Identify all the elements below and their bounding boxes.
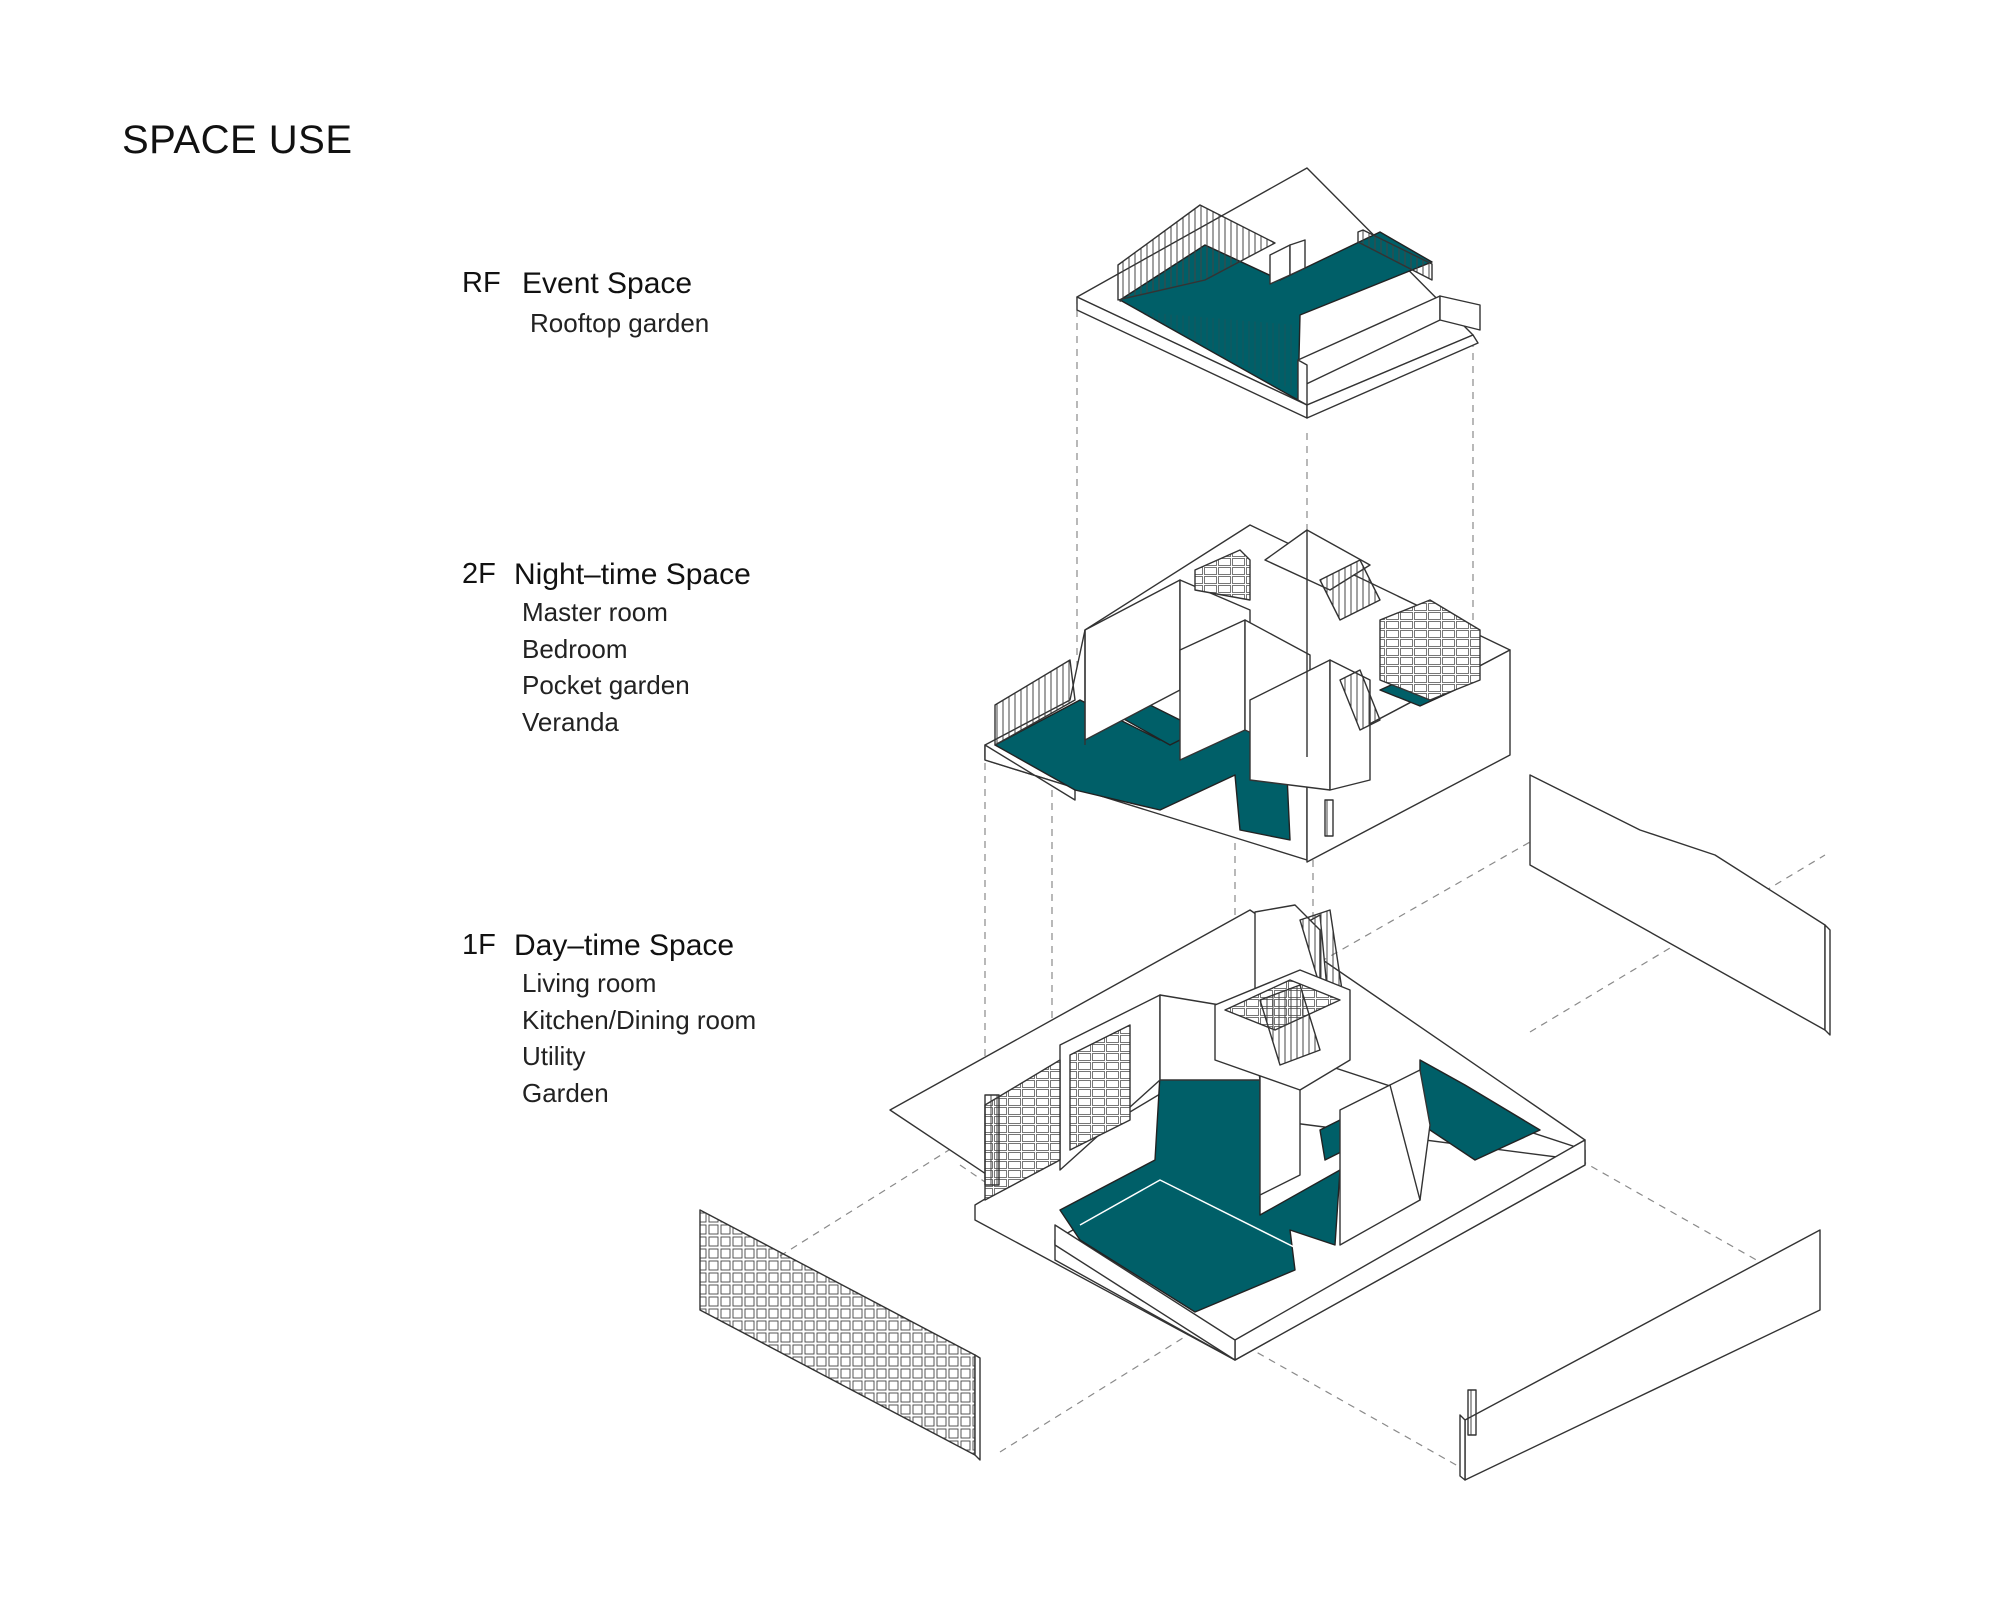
stair xyxy=(1259,984,1321,1066)
level-code: 1F xyxy=(462,929,496,961)
list-item: Master room xyxy=(522,597,668,627)
roof-railing xyxy=(1117,204,1276,301)
roof-railing xyxy=(1357,229,1433,281)
list-item: Veranda xyxy=(522,706,619,737)
list-item: Utility xyxy=(522,1041,586,1071)
stair xyxy=(1319,559,1381,621)
list-item: Kitchen/Dining room xyxy=(522,1004,757,1035)
list-item: Garden xyxy=(522,1077,609,1108)
list-item: Pocket garden xyxy=(522,670,690,700)
living-room-floor xyxy=(1059,1074,1341,1313)
level-items: Living room Kitchen/Dining room Utility … xyxy=(522,965,756,1111)
veranda-railing xyxy=(994,659,1076,746)
page-title: SPACE USE xyxy=(122,118,353,162)
roof-level xyxy=(1076,167,1481,419)
gate xyxy=(1467,1389,1477,1436)
level-items: Rooftop garden xyxy=(530,305,709,342)
list-item: Living room xyxy=(522,968,657,998)
level-code: RF xyxy=(462,267,501,299)
boundary-walls xyxy=(699,774,1831,1481)
level-heading: Night–time Space xyxy=(514,558,751,591)
second-floor xyxy=(984,524,1511,863)
level-items: Master room Bedroom Pocket garden Verand… xyxy=(522,594,690,740)
perforated-screen-wall xyxy=(699,1209,976,1456)
level-heading: Day–time Space xyxy=(514,929,735,962)
level-heading: Event Space xyxy=(522,267,693,300)
first-floor xyxy=(889,904,1586,1361)
level-code: 2F xyxy=(462,558,496,590)
list-item: Bedroom xyxy=(522,633,628,664)
list-item: Rooftop garden xyxy=(530,308,710,338)
